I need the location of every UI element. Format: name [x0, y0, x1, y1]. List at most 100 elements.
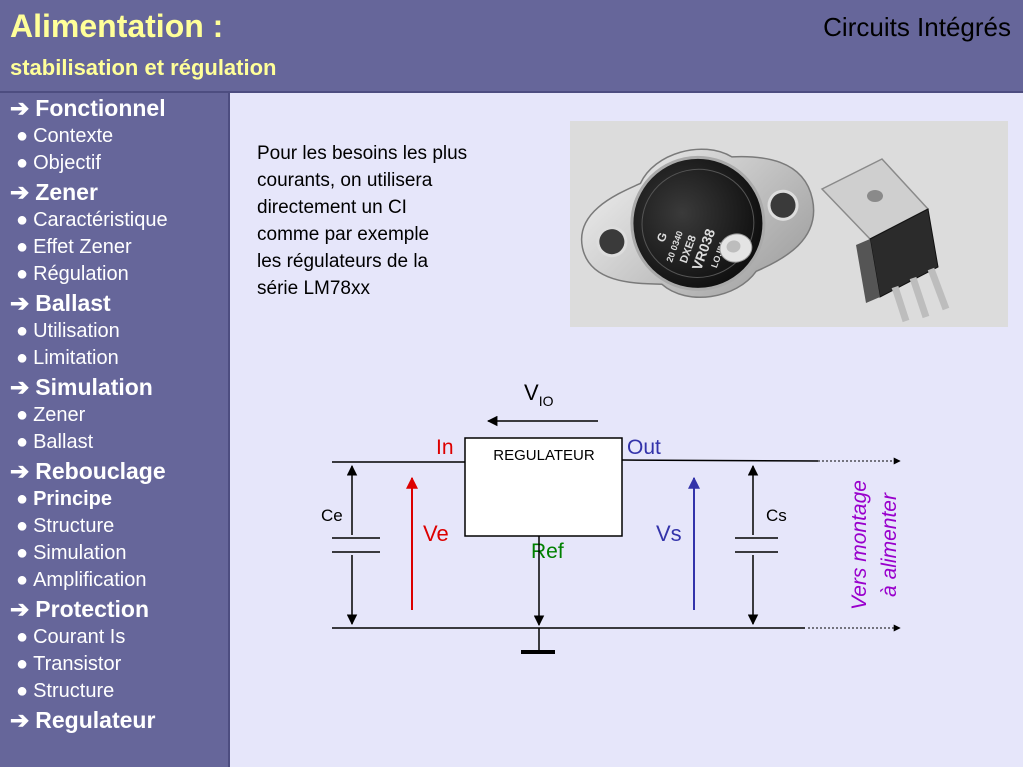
bullet-icon: ●: [16, 569, 29, 591]
sidebar-item-label: Structure: [33, 680, 115, 702]
sidebar-item-zener[interactable]: ●Zener: [16, 404, 85, 427]
sidebar-item-label: Transistor: [33, 653, 122, 675]
sidebar-item-transistor[interactable]: ●Transistor: [16, 653, 121, 676]
intro-line: directement un CI: [257, 197, 407, 218]
bullet-icon: ●: [16, 653, 29, 675]
sidebar-item-label: Utilisation: [33, 320, 120, 342]
out-label: Out: [627, 436, 661, 459]
marking-logo: G: [654, 230, 670, 244]
arrow-icon: ➔: [10, 290, 30, 316]
sidebar-item-label: Régulation: [33, 263, 129, 285]
sidebar-item-contexte[interactable]: ●Contexte: [16, 125, 113, 148]
load-label: Vers montage à alimenter: [848, 480, 901, 610]
sidebar-item-objectif[interactable]: ●Objectif: [16, 152, 101, 175]
sidebar-item-structure[interactable]: ●Structure: [16, 515, 114, 538]
capacitor-cs: [735, 464, 778, 626]
bullet-icon: ●: [16, 404, 29, 426]
sidebar-item-caracteristique[interactable]: ●Caractéristique: [16, 209, 168, 232]
sidebar-section-ballast[interactable]: ➔Ballast: [10, 290, 111, 317]
arrow-icon: ➔: [10, 458, 30, 484]
intro-line: Pour les besoins les plus: [257, 143, 468, 164]
bullet-icon: ●: [16, 626, 29, 648]
sidebar-section-simulation[interactable]: ➔Simulation: [10, 374, 153, 401]
arrow-icon: ➔: [10, 707, 30, 733]
to3-package: G 20 0340 DXE8 VR038 LO.IIV.: [580, 148, 815, 298]
to220-package: [820, 158, 950, 323]
section-title: Circuits Intégrés: [823, 12, 1011, 42]
bullet-icon: ●: [16, 488, 29, 510]
bullet-icon: ●: [16, 125, 29, 147]
sidebar-item-ballast[interactable]: ●Ballast: [16, 431, 93, 454]
vio-label: VIO: [524, 380, 554, 409]
sidebar-item-limitation[interactable]: ●Limitation: [16, 347, 119, 370]
header-bar: Alimentation : stabilisation et régulati…: [0, 0, 1023, 91]
arrow-icon: ➔: [10, 179, 30, 205]
sidebar-item-label: Rebouclage: [35, 458, 166, 484]
ce-label: Ce: [321, 506, 343, 525]
sidebar-item-label: Ballast: [33, 431, 94, 453]
sidebar-item-label: Simulation: [33, 542, 127, 564]
bullet-icon: ●: [16, 236, 29, 258]
page-title: Alimentation :: [10, 8, 224, 44]
bullet-icon: ●: [16, 515, 29, 537]
sidebar-item-amplification[interactable]: ●Amplification: [16, 569, 146, 592]
arrow-icon: ➔: [10, 95, 30, 121]
intro-line: les régulateurs de la: [257, 251, 429, 272]
sidebar-nav: ➔Fonctionnel●Contexte●Objectif➔Zener●Car…: [0, 93, 228, 767]
ref-label: Ref: [531, 540, 564, 563]
sidebar-item-label: Principe: [33, 488, 113, 510]
sidebar-item-utilisation[interactable]: ●Utilisation: [16, 320, 120, 343]
sidebar-item-label: Protection: [35, 596, 150, 622]
sidebar-item-effet-zener[interactable]: ●Effet Zener: [16, 236, 132, 259]
sidebar-item-label: Limitation: [33, 347, 119, 369]
sidebar-section-fonctionnel[interactable]: ➔Fonctionnel: [10, 95, 166, 122]
regulator-block-label: REGULATEUR: [493, 447, 595, 464]
sidebar-item-label: Regulateur: [35, 707, 156, 733]
sidebar-item-label: Caractéristique: [33, 209, 168, 231]
arrow-icon: ➔: [10, 596, 30, 622]
bullet-icon: ●: [16, 542, 29, 564]
header-divider: [0, 91, 1023, 93]
sidebar-item-label: Zener: [35, 179, 98, 205]
bullet-icon: ●: [16, 431, 29, 453]
regulator-photo: G 20 0340 DXE8 VR038 LO.IIV.: [570, 121, 1008, 327]
sidebar-item-label: Effet Zener: [33, 236, 132, 258]
bullet-icon: ●: [16, 209, 29, 231]
intro-line: série LM78xx: [257, 278, 370, 299]
sidebar-item-label: Objectif: [33, 152, 101, 174]
sidebar-item-label: Ballast: [35, 290, 111, 316]
in-label: In: [436, 436, 454, 459]
output-rail: [621, 459, 819, 462]
intro-line: courants, on utilisera: [257, 170, 433, 191]
intro-text: Pour les besoins les plus courants, on ut…: [257, 140, 537, 302]
sidebar-item-simulation[interactable]: ●Simulation: [16, 542, 126, 565]
mounting-hole-left: [596, 226, 628, 258]
bullet-icon: ●: [16, 680, 29, 702]
capacitor-ce: [332, 464, 380, 626]
sidebar-item-label: Fonctionnel: [35, 95, 166, 121]
sidebar-item-structure[interactable]: ●Structure: [16, 680, 114, 703]
sidebar-section-rebouclage[interactable]: ➔Rebouclage: [10, 458, 166, 485]
page-subtitle: stabilisation et régulation: [10, 55, 277, 80]
regulator-block: [464, 437, 623, 537]
bullet-icon: ●: [16, 320, 29, 342]
sidebar-section-protection[interactable]: ➔Protection: [10, 596, 149, 623]
load-label-line2: à alimenter: [878, 492, 901, 597]
arrow-icon: ➔: [10, 374, 30, 400]
sidebar-item-regulation[interactable]: ●Régulation: [16, 263, 129, 286]
sidebar-item-courant-is[interactable]: ●Courant Is: [16, 626, 125, 649]
sidebar-item-label: Structure: [33, 515, 115, 537]
regulator-circuit: VIO REGULATEUR In Out Ref Ce Cs Ve: [321, 380, 901, 654]
sidebar-item-label: Courant Is: [33, 626, 126, 648]
sidebar-section-zener[interactable]: ➔Zener: [10, 179, 98, 206]
cs-label: Cs: [766, 506, 787, 525]
intro-line: comme par exemple: [257, 224, 430, 245]
sidebar-item-principe[interactable]: ●Principe: [16, 488, 112, 511]
bullet-icon: ●: [16, 152, 29, 174]
sidebar-divider: [228, 93, 230, 767]
sidebar-section-regulateur[interactable]: ➔Regulateur: [10, 707, 155, 734]
ve-label: Ve: [423, 521, 449, 546]
mounting-hole-right: [767, 189, 799, 221]
sidebar-item-label: Simulation: [35, 374, 153, 400]
bullet-icon: ●: [16, 263, 29, 285]
